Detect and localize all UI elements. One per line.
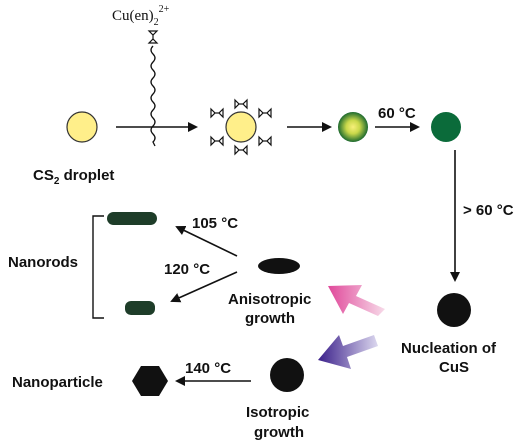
- isotropic-label-2: growth: [254, 424, 304, 441]
- temp-140-label: 140 °C: [185, 360, 231, 377]
- droplet-label: CS2 droplet: [33, 167, 114, 187]
- temp-60-label: 60 °C: [378, 105, 416, 122]
- isotropic-arrow: [318, 335, 378, 369]
- ligand-icon: [234, 99, 248, 109]
- cs2-droplet: [66, 111, 98, 143]
- nucleation-particle: [437, 293, 471, 327]
- arrow-105: [175, 225, 238, 257]
- nanorods-label: Nanorods: [8, 254, 78, 271]
- anisotropic-arrow: [328, 285, 385, 316]
- ligand-icon: [210, 108, 224, 118]
- nucleation-label-2: CuS: [439, 359, 469, 376]
- nanoparticle-label: Nanoparticle: [12, 374, 103, 391]
- surfactant-chain: [150, 45, 156, 147]
- anisotropic-label-1: Anisotropic: [228, 291, 311, 308]
- isotropic-label-1: Isotropic: [246, 404, 309, 421]
- reagent-label: Cu(en)22+: [112, 4, 170, 28]
- ligand-icon: [210, 136, 224, 146]
- nanorod-short: [125, 301, 155, 315]
- nanorod-long: [107, 212, 157, 225]
- anisotropic-ellipse: [258, 258, 300, 274]
- ligand-icon: [234, 145, 248, 155]
- nanorods-bracket: [92, 215, 104, 319]
- arrow-120: [170, 271, 238, 303]
- nucleation-label-1: Nucleation of: [401, 340, 497, 357]
- green-particle: [431, 112, 461, 142]
- anisotropic-label-2: growth: [245, 310, 295, 327]
- intermediate-particle: [338, 112, 368, 142]
- ligand-icon: [148, 30, 158, 44]
- isotropic-particle: [270, 358, 304, 392]
- temp-gt60-label: > 60 °C: [463, 202, 514, 219]
- nanoparticle-hexagon: [132, 366, 168, 396]
- ligand-icon: [258, 108, 272, 118]
- temp-105-label: 105 °C: [192, 215, 238, 232]
- ligand-icon: [258, 136, 272, 146]
- complexed-droplet: [225, 111, 257, 143]
- temp-120-label: 120 °C: [164, 261, 210, 278]
